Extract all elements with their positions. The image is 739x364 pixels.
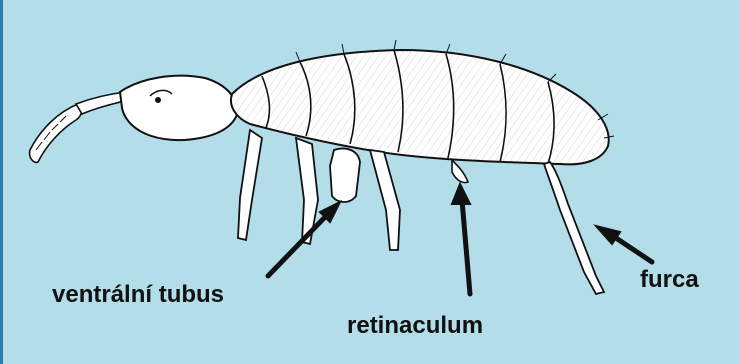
- label-retinaculum: retinaculum: [347, 314, 483, 338]
- head: [120, 76, 238, 140]
- thorax-abdomen: [231, 40, 614, 164]
- ventral-tube: [330, 149, 360, 203]
- antenna: [30, 92, 128, 162]
- furca-part: [544, 162, 604, 294]
- arrow-retinaculum: [452, 184, 470, 294]
- label-ventral-tube: ventrální tubus: [52, 283, 224, 307]
- arrow-furca: [596, 226, 652, 262]
- retinaculum-part: [452, 160, 468, 183]
- label-furca: furca: [640, 268, 699, 292]
